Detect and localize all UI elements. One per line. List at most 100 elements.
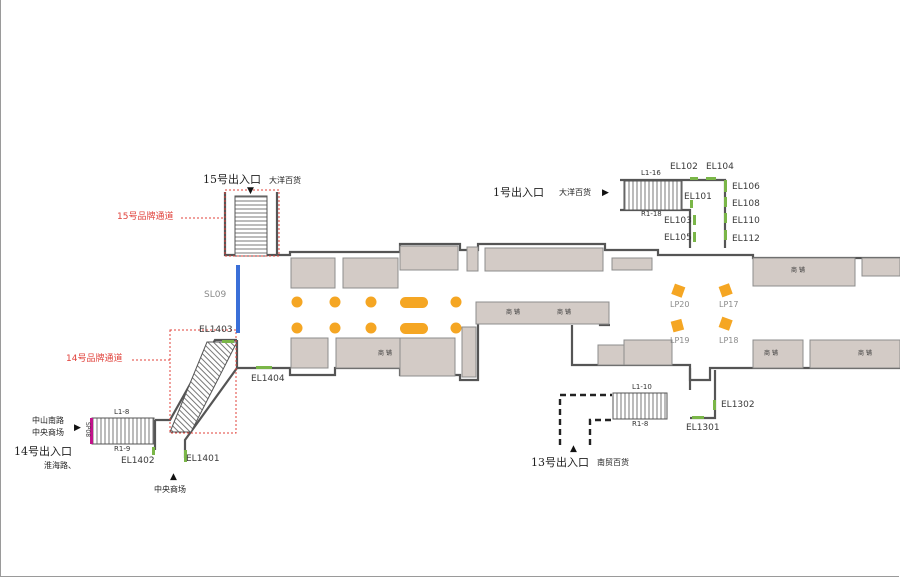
el112-label: EL112 (732, 234, 760, 244)
column-oval (400, 323, 428, 334)
exit14-line3: 淮海路、 (44, 461, 76, 470)
el105-marker (693, 232, 696, 242)
el1302-marker (713, 400, 716, 410)
shop-label: 商 铺 (557, 309, 571, 316)
el102-marker (690, 177, 698, 180)
shop-label: 商 铺 (764, 350, 778, 357)
el101-marker (690, 200, 693, 208)
el108-marker (724, 197, 727, 207)
column (365, 296, 377, 308)
stair-l1-16: L1-16 (641, 169, 661, 177)
stair-r1-18: R1-18 (641, 210, 662, 218)
el1301-marker (692, 416, 704, 419)
channel14-outline (169, 329, 237, 434)
exit14-bottom-label: 中央商场 (154, 485, 186, 494)
channel15-label: 15号品牌通道 (117, 212, 174, 222)
el1401-marker (184, 450, 187, 462)
exit1-label: 1号出入口 (493, 186, 544, 199)
el104-marker (706, 177, 716, 180)
lp19-box (670, 318, 685, 333)
shop-block (399, 245, 459, 271)
el110-label: EL110 (732, 216, 760, 226)
el112-marker (724, 230, 727, 240)
shop-block (290, 337, 329, 369)
el103-marker (693, 215, 696, 225)
shop-block (611, 257, 653, 271)
stair-r1-9: R1-9 (114, 445, 131, 453)
sl09-panel (236, 265, 240, 333)
column (329, 296, 341, 308)
stair-l1-8: L1-8 (114, 408, 130, 416)
lp18-box (718, 316, 733, 331)
shop-block (861, 257, 900, 277)
lp20-box (671, 283, 686, 298)
column-oval (400, 297, 428, 308)
shop-block (342, 257, 399, 289)
columns (291, 296, 462, 334)
exit13-label: 13号出入口 (531, 456, 589, 469)
column (291, 322, 303, 334)
exit13-sub: 南贸百货 (597, 458, 629, 467)
el1402-label: EL1402 (121, 456, 155, 466)
shop-block (461, 326, 477, 378)
shop-block (623, 339, 673, 366)
el108-label: EL108 (732, 199, 760, 209)
exit13-dashed-walls (558, 393, 612, 445)
column (450, 322, 462, 334)
el1404-marker (256, 366, 272, 369)
exit14-bottom-arrow-icon: ▲ (170, 472, 177, 482)
lp17-label: LP17 (719, 300, 739, 309)
el105-label: EL105 (664, 233, 692, 243)
stairs-exit1 (623, 180, 683, 211)
shop-label: 商 铺 (858, 350, 872, 357)
el101-label: EL101 (684, 192, 712, 202)
el1301-label: EL1301 (686, 423, 720, 433)
shop-block (752, 257, 856, 287)
el104-label: EL104 (706, 162, 734, 172)
el1402-marker (152, 447, 155, 455)
exit1-arrow-icon: ▶ (602, 188, 609, 198)
el1302-label: EL1302 (721, 400, 755, 410)
stairs-exit14-horizontal (91, 417, 155, 445)
column (450, 296, 462, 308)
sp08-panel (90, 418, 93, 444)
wall-exit13 (690, 370, 717, 420)
sp08-label: SP08 (84, 422, 91, 438)
exit15-arrow-icon: ▼ (247, 186, 254, 196)
column (329, 322, 341, 334)
el103-label: EL103 (664, 216, 692, 226)
el1404-label: EL1404 (251, 374, 285, 384)
lp18-label: LP18 (719, 336, 739, 345)
shop-label: 商 铺 (506, 309, 520, 316)
shop-block (290, 257, 336, 289)
shop-blocks (290, 245, 900, 378)
lightboxes (670, 283, 733, 333)
shop-block (484, 247, 604, 272)
shop-label: 商 铺 (791, 267, 805, 274)
lp19-label: LP19 (670, 336, 690, 345)
stairs-exit13 (612, 392, 668, 420)
el1403-marker (222, 340, 234, 343)
brand-channel-outlines (132, 189, 280, 434)
stairs-exit14-diagonal (169, 341, 238, 433)
stairs-exit15 (234, 195, 268, 257)
shop-block (752, 339, 804, 369)
el106-marker (724, 180, 727, 192)
exit14-line2: 中央商场 (32, 428, 64, 437)
lp17-box (718, 283, 733, 298)
stair-l1-10: L1-10 (632, 383, 652, 391)
el1401-label: EL1401 (186, 454, 220, 464)
shop-label: 商 铺 (378, 350, 392, 357)
el1403-label: EL1403 (199, 325, 233, 335)
shop-block (466, 246, 479, 272)
el110-marker (724, 213, 727, 223)
exit13-arrow-icon: ▲ (570, 444, 577, 454)
stair-r1-8: R1-8 (632, 420, 649, 428)
exit14-line1: 中山南路 (32, 416, 64, 425)
shop-block (399, 337, 456, 377)
lp20-label: LP20 (670, 300, 690, 309)
column (365, 322, 377, 334)
column (291, 296, 303, 308)
